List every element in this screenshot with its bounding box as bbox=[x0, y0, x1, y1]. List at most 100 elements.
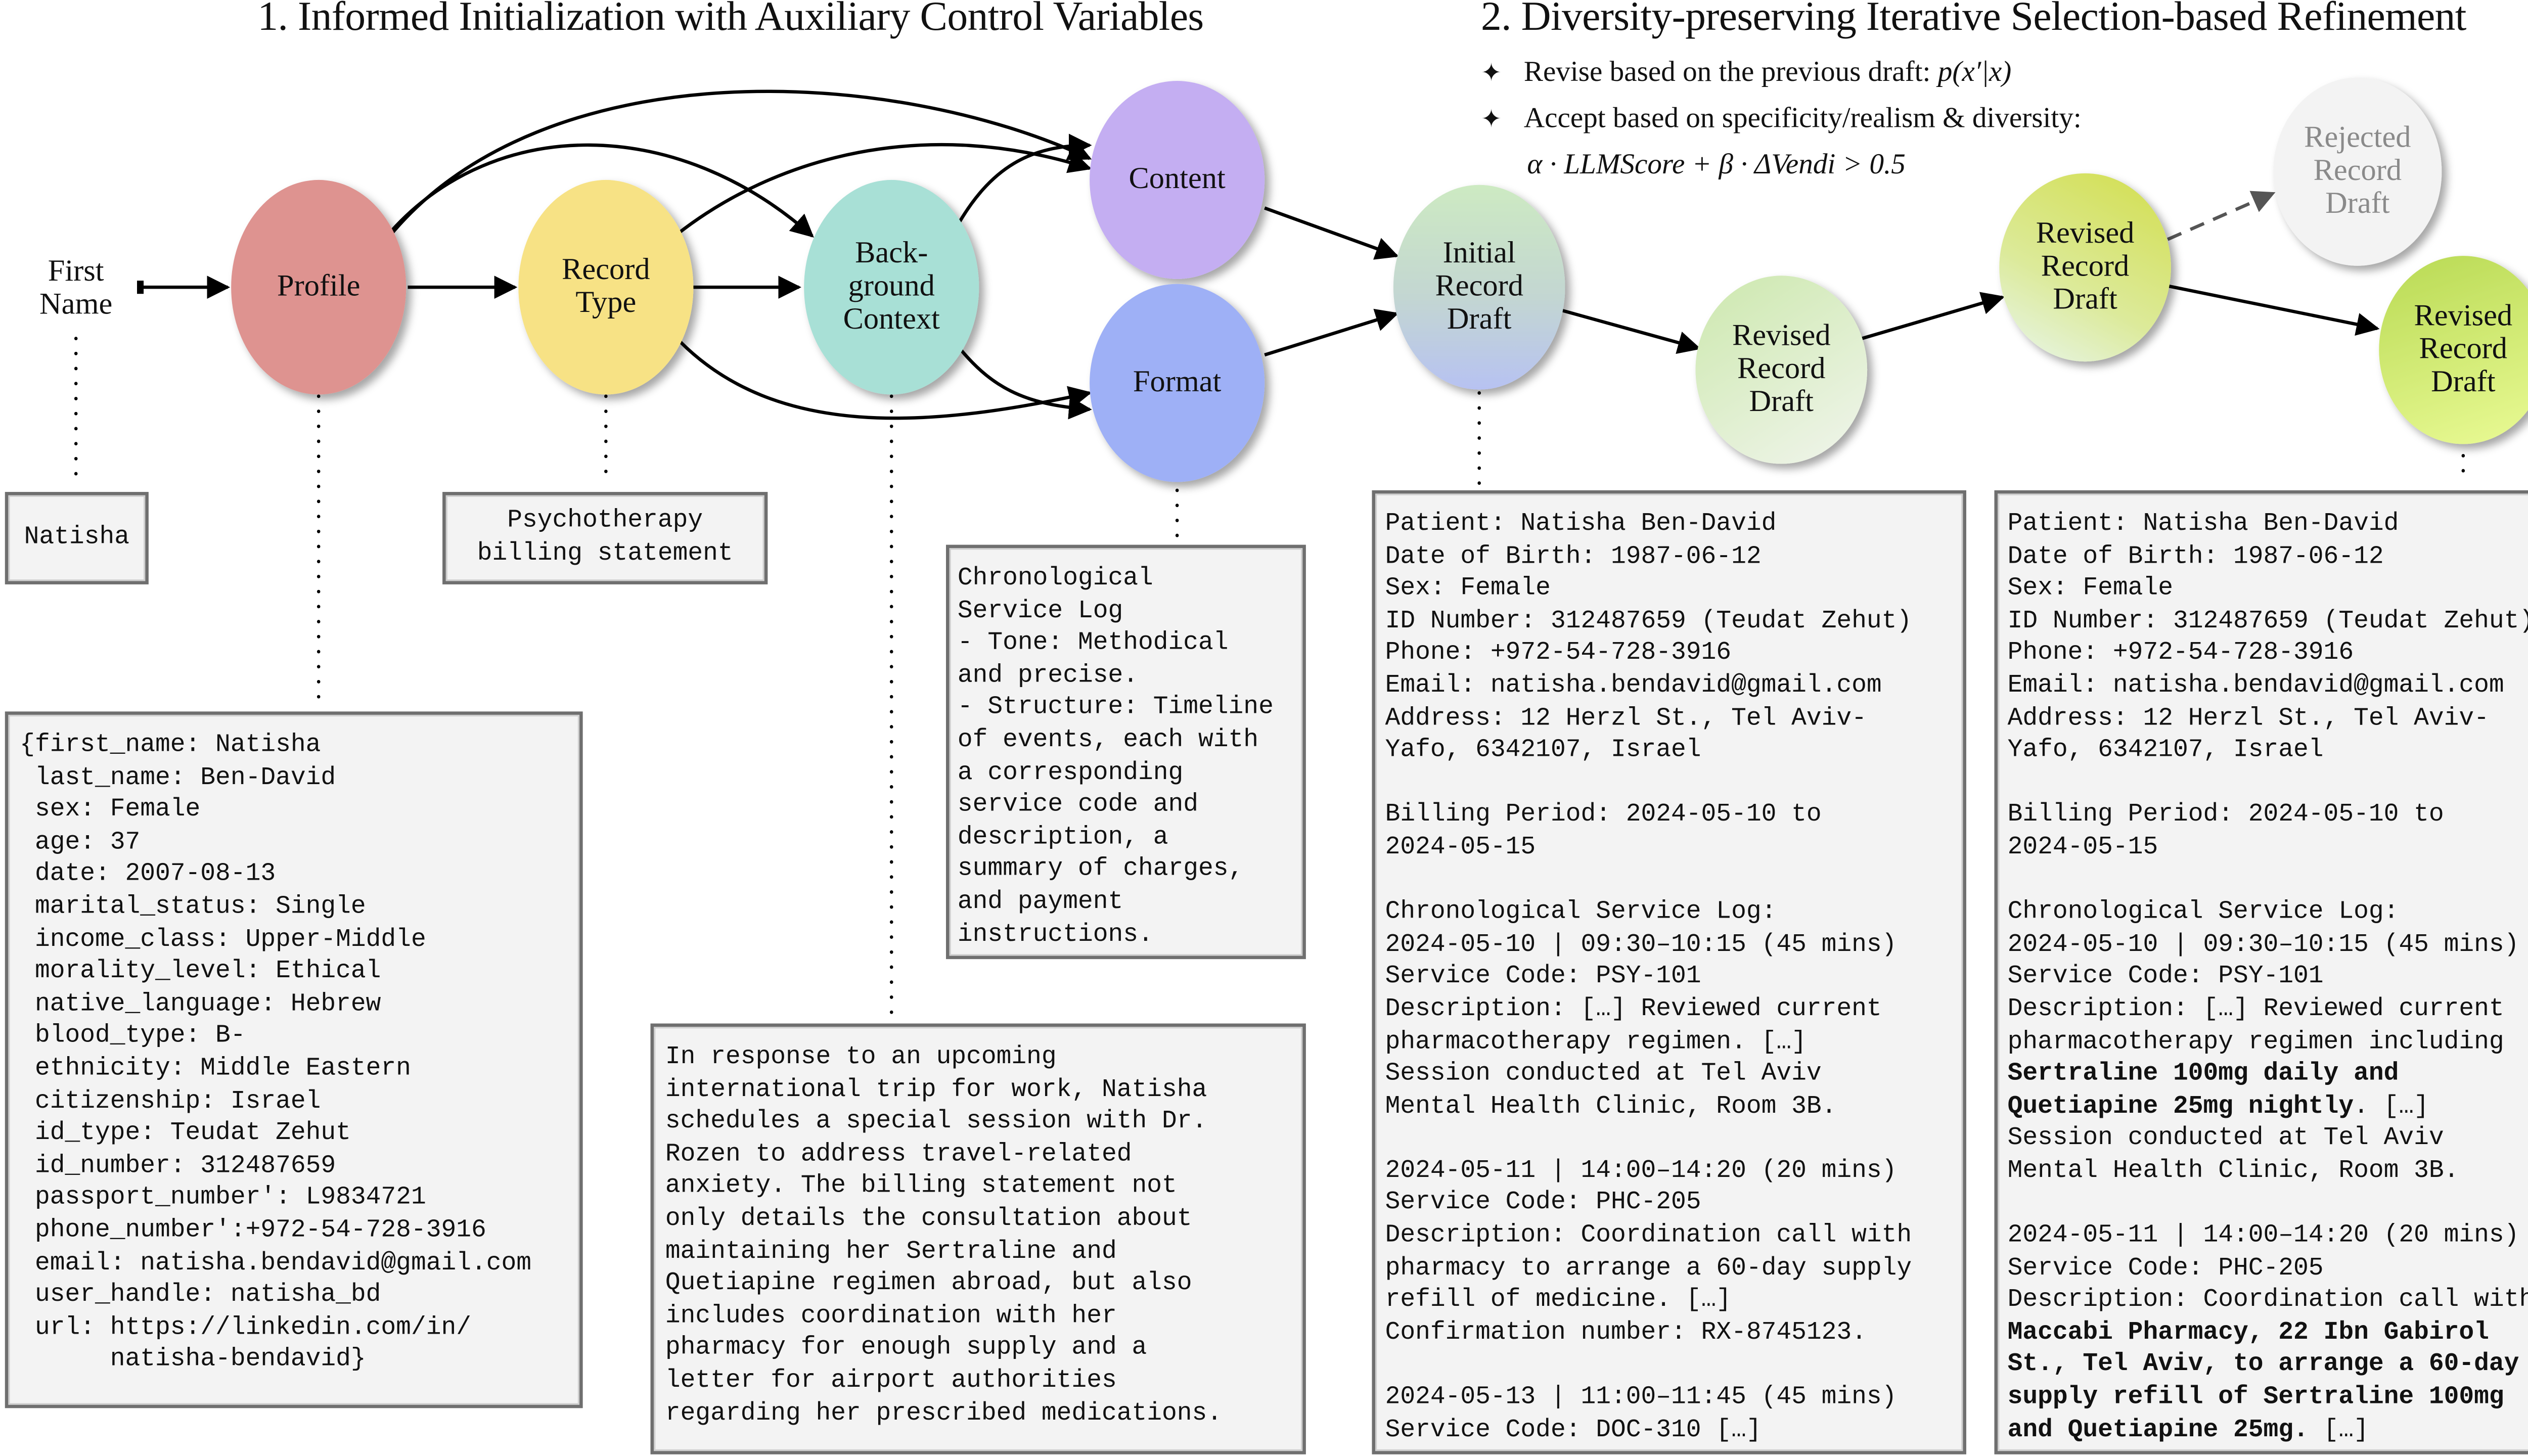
record-line: Maccabi Pharmacy, 22 Ibn Gabirol bbox=[2008, 1317, 2528, 1349]
text-line: Chronological bbox=[957, 563, 1153, 593]
record-line: Service Code: DOC-310 […] bbox=[1385, 1414, 1963, 1446]
record-line bbox=[2008, 1188, 2528, 1220]
text-segment: refill of medicine. […] bbox=[1385, 1285, 1732, 1314]
record-line: Patient: Natisha Ben-David bbox=[1385, 509, 1963, 541]
record-line: Mental Health Clinic, Room 3B. bbox=[1385, 1090, 1963, 1123]
record-line bbox=[2008, 864, 2528, 896]
edge-background-format bbox=[953, 340, 1092, 420]
text-line: includes coordination with her bbox=[665, 1300, 1117, 1331]
text-segment: Phone: +972-54-728-3916 bbox=[2007, 638, 2354, 668]
record-line: supply refill of Sertraline 100mg bbox=[2008, 1382, 2528, 1414]
text-segment: Chronological Service Log: bbox=[2007, 896, 2399, 927]
edge-start-tick bbox=[137, 281, 144, 294]
edge-content-initial bbox=[1264, 206, 1399, 260]
text-segment: Description: Coordination call with bbox=[1385, 1220, 1912, 1250]
nodes bbox=[231, 77, 2528, 482]
text-line: summary of charges, bbox=[957, 854, 1244, 884]
refinement-rules: ✦Revise based on the previous draft: p(x… bbox=[1481, 50, 2082, 185]
record-line: Date of Birth: 1987-06-12 bbox=[1385, 541, 1963, 573]
node-revised-draft-2[interactable] bbox=[1999, 173, 2171, 362]
edge-profile-content bbox=[388, 89, 1092, 238]
record-type-value-box: Psychotherapy billing statement bbox=[442, 492, 768, 584]
text-line: morality_level: Ethical bbox=[20, 956, 381, 986]
record-line: 2024-05-11 | 14:00–14:20 (20 mins) bbox=[1385, 1155, 1963, 1188]
text-line: email: natisha.bendavid@gmail.com bbox=[20, 1247, 532, 1277]
edges-stage1 bbox=[137, 89, 1399, 420]
record-line: Description: Coordination call with bbox=[2008, 1285, 2528, 1317]
record-line: Billing Period: 2024-05-10 to bbox=[2008, 800, 2528, 832]
node-rejected-draft[interactable] bbox=[2273, 77, 2442, 266]
text-line: of events, each with bbox=[957, 724, 1259, 755]
text-segment: Yafo, 6342107, Israel bbox=[1385, 735, 1701, 765]
text-segment: Session conducted at Tel Aviv bbox=[2007, 1123, 2444, 1153]
text-segment: […] bbox=[2308, 1414, 2369, 1444]
node-revised-draft-1[interactable] bbox=[1695, 276, 1868, 464]
record-line bbox=[1385, 1349, 1963, 1382]
record-line: Address: 12 Herzl St., Tel Aviv- bbox=[2008, 703, 2528, 735]
node-format[interactable] bbox=[1090, 284, 1265, 482]
text-line: letter for airport authorities bbox=[665, 1365, 1117, 1395]
rule-accept-text: Accept based on specificity/realism & di… bbox=[1523, 101, 2082, 134]
text-segment: 2024-05-11 | 14:00–14:20 (20 mins) bbox=[2007, 1220, 2519, 1250]
edge-revised2-rejected bbox=[2167, 191, 2276, 241]
text-segment: Patient: Natisha Ben-David bbox=[2007, 508, 2399, 538]
node-record-type[interactable] bbox=[518, 179, 694, 395]
record-line: 2024-05-15 bbox=[1385, 832, 1963, 864]
text-segment: Description: […] Reviewed current bbox=[2007, 993, 2504, 1024]
record-line: refill of medicine. […] bbox=[1385, 1285, 1963, 1317]
edge-background-content bbox=[953, 133, 1092, 232]
record-line: Session conducted at Tel Aviv bbox=[1385, 1058, 1963, 1090]
edge-initial-revised1 bbox=[1561, 308, 1701, 354]
first-name-value: Natisha bbox=[24, 522, 130, 552]
record-line: 2024-05-10 | 09:30–10:15 (45 mins) bbox=[1385, 929, 1963, 961]
four-point-star-icon: ✦ bbox=[1480, 61, 1502, 88]
text-line: schedules a special session with Dr. bbox=[665, 1106, 1207, 1136]
record-type-value-line: Psychotherapy bbox=[507, 506, 703, 536]
node-profile[interactable] bbox=[231, 179, 407, 395]
record-line: Chronological Service Log: bbox=[2008, 896, 2528, 929]
text-line: international trip for work, Natisha bbox=[665, 1074, 1207, 1104]
text-segment: Phone: +972-54-728-3916 bbox=[1385, 638, 1732, 668]
record-type-value-line: billing statement bbox=[477, 538, 733, 568]
edges-stage2 bbox=[1561, 191, 2380, 354]
text-segment: 2024-05-13 | 11:00–11:45 (45 mins) bbox=[1385, 1382, 1897, 1412]
text-segment: Email: natisha.bendavid@gmail.com bbox=[2007, 670, 2504, 700]
text-segment: 2024-05-10 | 09:30–10:15 (45 mins) bbox=[1385, 929, 1897, 959]
record-line: Session conducted at Tel Aviv bbox=[2008, 1123, 2528, 1155]
highlighted-text: St., Tel Aviv, to arrange a 60-day bbox=[2007, 1349, 2519, 1379]
text-line: sex: Female bbox=[20, 794, 201, 824]
highlighted-text: and Quetiapine 25mg. bbox=[2007, 1414, 2309, 1444]
edge-format-initial bbox=[1264, 308, 1399, 357]
text-segment: pharmacotherapy regimen. […] bbox=[1385, 1026, 1807, 1056]
dotted-connectors bbox=[74, 337, 2465, 1020]
text-segment: Address: 12 Herzl St., Tel Aviv- bbox=[1385, 702, 1867, 733]
text-line: citizenship: Israel bbox=[20, 1085, 321, 1115]
text-line: {first_name: Natisha bbox=[20, 730, 321, 760]
text-segment: Service Code: PHC-205 bbox=[2007, 1252, 2324, 1283]
record-line: ID Number: 312487659 (Teudat Zehut) bbox=[2008, 606, 2528, 638]
record-line: St., Tel Aviv, to arrange a 60-day bbox=[2008, 1349, 2528, 1382]
text-segment: 2024-05-15 bbox=[1385, 832, 1536, 862]
edge-recordtype-format bbox=[679, 340, 1092, 420]
rule-accept: ✦Accept based on specificity/realism & d… bbox=[1481, 96, 2082, 142]
record-line: Description: […] Reviewed current bbox=[1385, 993, 1963, 1026]
node-revised-draft-final[interactable] bbox=[2379, 256, 2528, 444]
record-line: Email: natisha.bendavid@gmail.com bbox=[2008, 670, 2528, 703]
text-line: id_number: 312487659 bbox=[20, 1150, 336, 1180]
stage1-title: 1. Informed Initialization with Auxiliar… bbox=[257, 0, 1204, 40]
node-initial-draft[interactable] bbox=[1393, 185, 1565, 390]
text-line: In response to an upcoming bbox=[665, 1041, 1057, 1072]
node-background-context[interactable] bbox=[804, 179, 979, 395]
node-content[interactable] bbox=[1090, 80, 1265, 279]
text-segment: Billing Period: 2024-05-10 to bbox=[1385, 799, 1822, 830]
record-line: pharmacotherapy regimen. […] bbox=[1385, 1026, 1963, 1058]
record-line: and Quetiapine 25mg. […] bbox=[2008, 1414, 2528, 1446]
record-line: Sex: Female bbox=[1385, 573, 1963, 606]
record-line: Sex: Female bbox=[2008, 573, 2528, 606]
text-segment: Description: Coordination call with bbox=[2007, 1285, 2528, 1314]
text-line: - Structure: Timeline bbox=[957, 692, 1274, 722]
text-segment: 2024-05-10 | 09:30–10:15 (45 mins) bbox=[2007, 929, 2519, 959]
